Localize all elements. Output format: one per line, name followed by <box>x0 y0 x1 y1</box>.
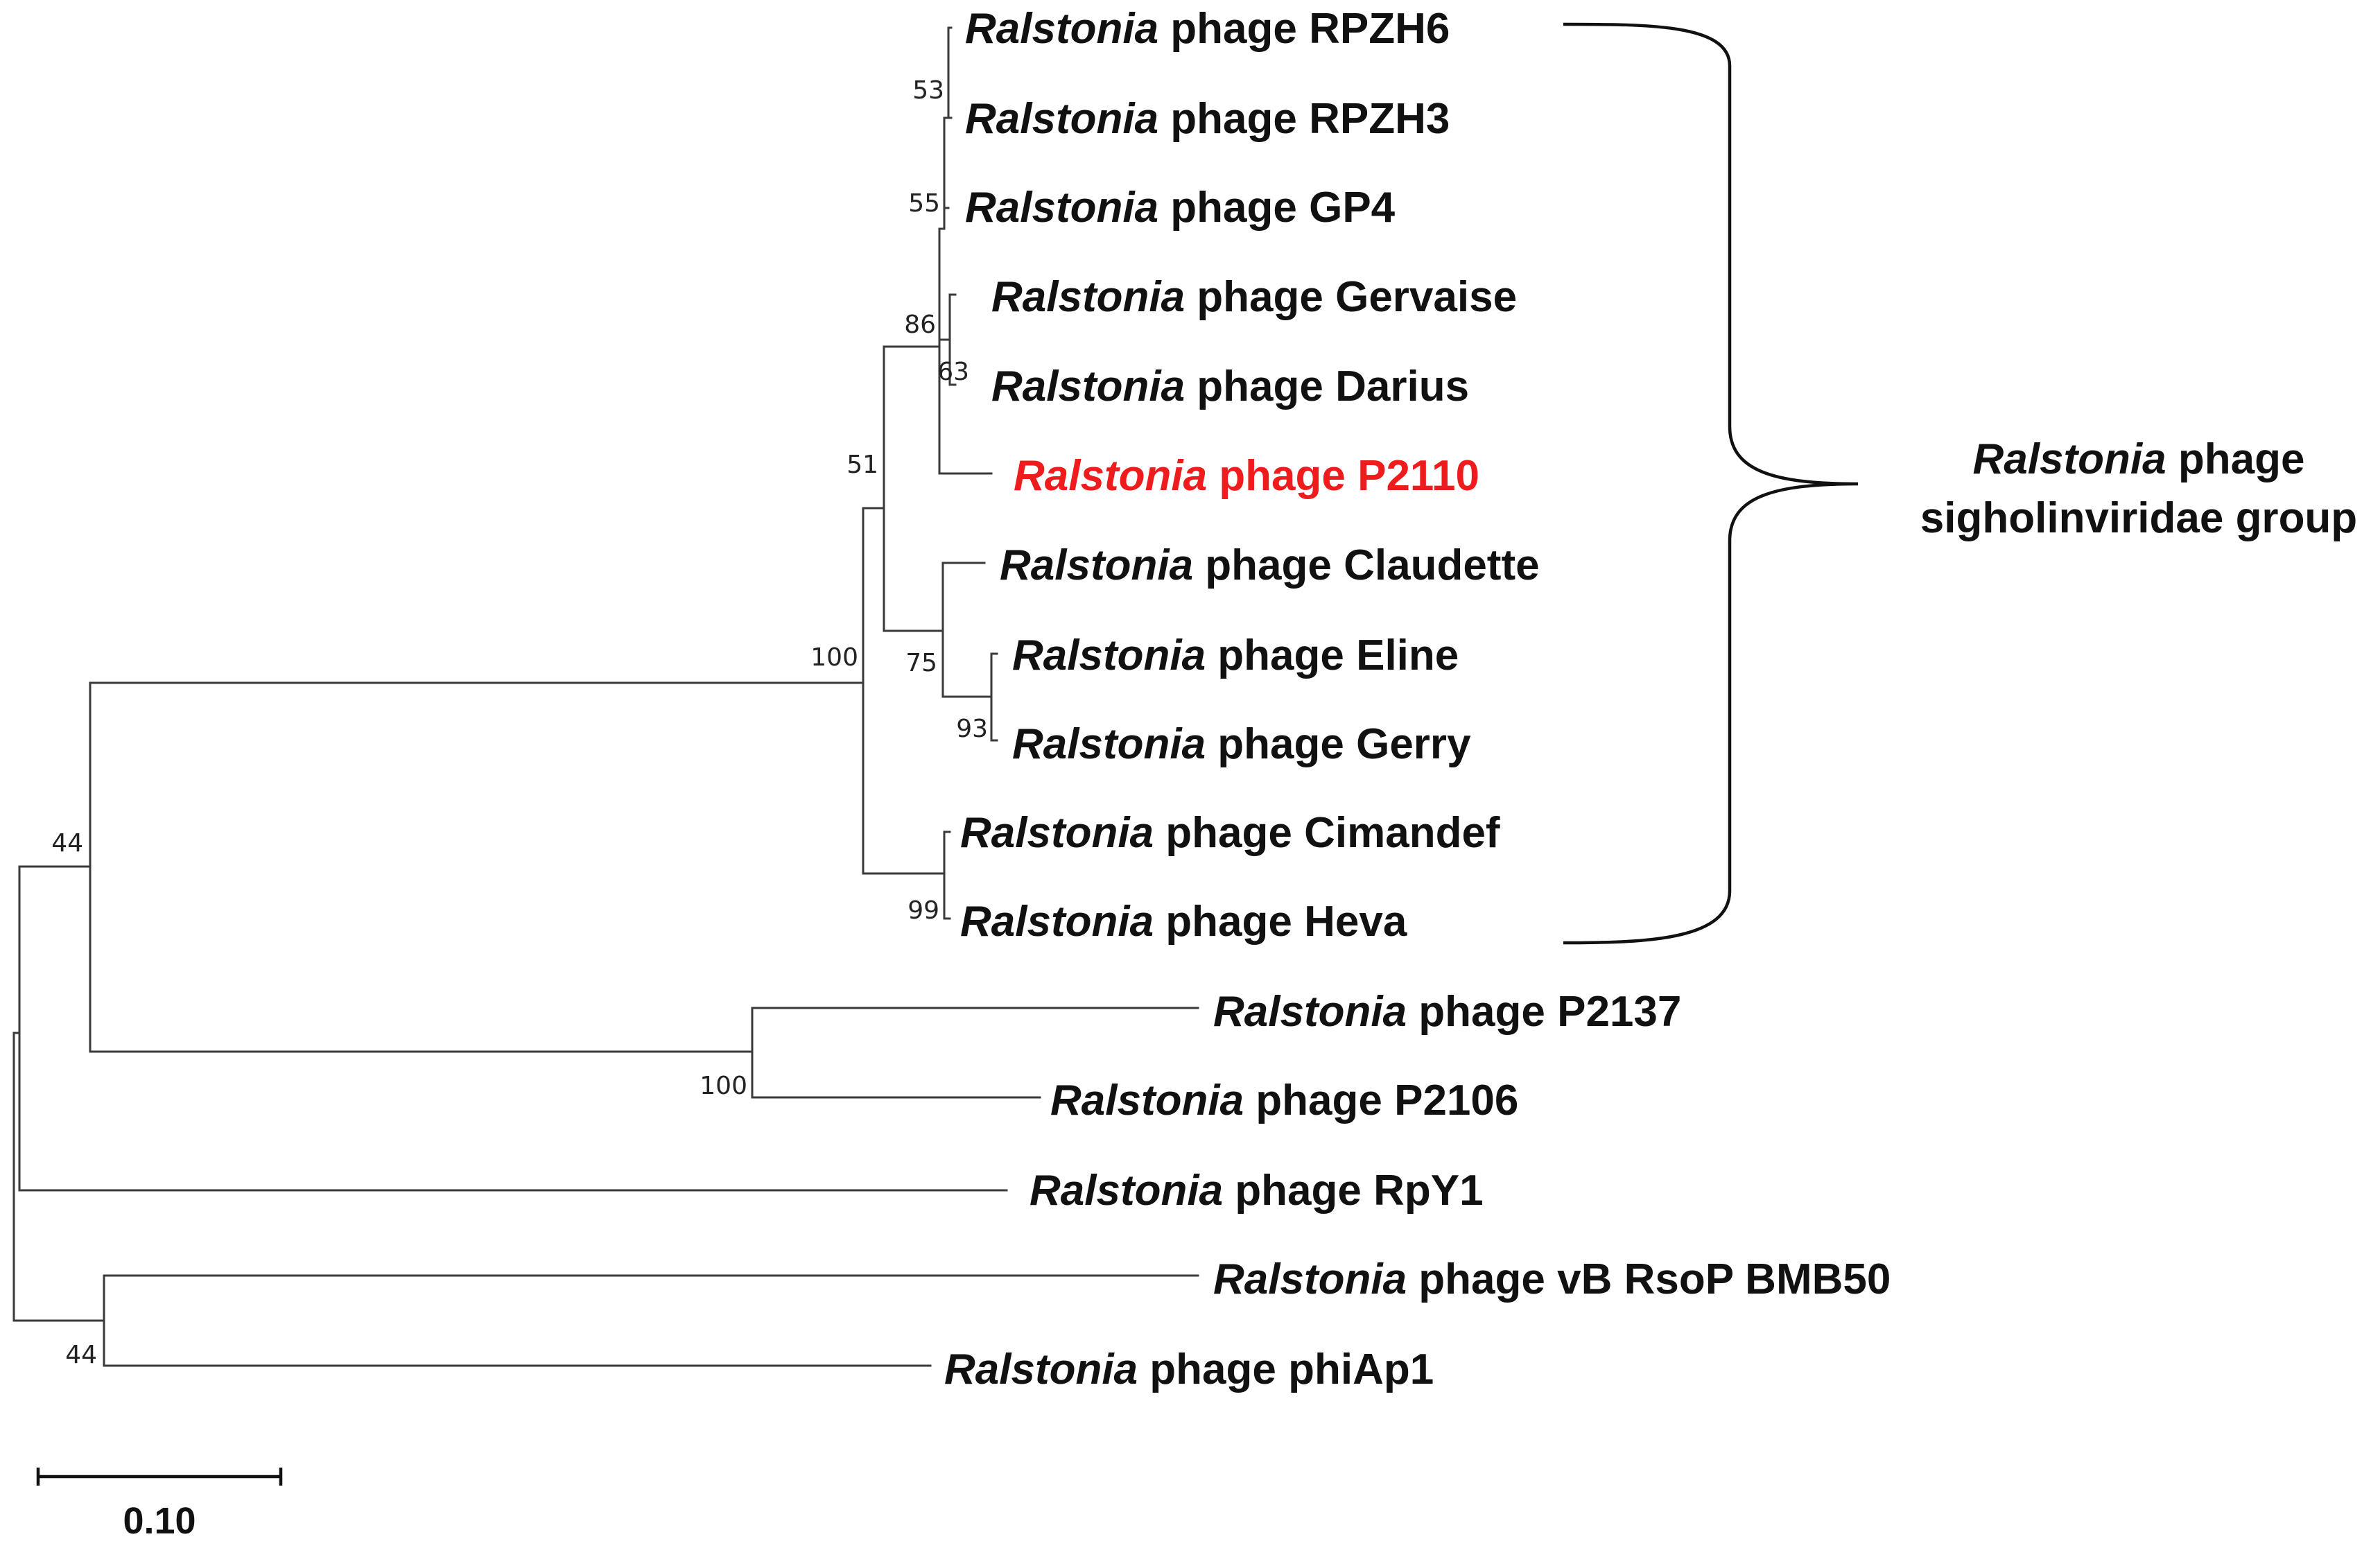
node-53 <box>943 26 950 119</box>
group-brace <box>1563 22 1859 945</box>
support-value: 99 <box>907 896 939 925</box>
root-child-rpy1 <box>18 865 1008 1192</box>
leaf-label-phiap1: Ralstonia phage phiAp1 <box>944 1346 1434 1393</box>
leaf-label-gp4: Ralstonia phage GP4 <box>965 184 1396 232</box>
group-label: Ralstonia phage <box>1973 435 2305 483</box>
scale-bar: 0.10 <box>36 1468 283 1542</box>
tree-branches <box>12 26 1199 1367</box>
leaf-label-bmb50: Ralstonia phage vB RsoP BMB50 <box>1213 1255 1891 1303</box>
support-values: 53 55 86 63 51 75 93 100 99 44 100 44 <box>51 76 988 1369</box>
support-value: 55 <box>908 189 940 218</box>
leaf-label-gerry: Ralstonia phage Gerry <box>1012 720 1471 768</box>
support-value: 93 <box>956 715 988 743</box>
leaf-label-eline: Ralstonia phage Eline <box>1012 632 1459 679</box>
support-value: 53 <box>912 76 944 105</box>
support-value: 51 <box>846 451 878 479</box>
leaf-label-darius: Ralstonia phage Darius <box>991 363 1469 410</box>
scale-bar-line <box>36 1468 283 1486</box>
support-value: 75 <box>905 649 937 677</box>
support-value: 44 <box>51 829 83 858</box>
root-child-upper <box>12 865 92 1034</box>
leaf-label-heva: Ralstonia phage Heva <box>960 898 1407 946</box>
scale-bar-label: 0.10 <box>123 1500 196 1542</box>
leaf-label-p2106: Ralstonia phage P2106 <box>1050 1077 1518 1124</box>
support-value: 86 <box>904 311 936 339</box>
leaf-label-p2137: Ralstonia phage P2137 <box>1213 988 1681 1036</box>
support-value: 100 <box>810 643 858 672</box>
group-label-line2: sigholinviridae group <box>1920 494 2357 542</box>
node-55 <box>938 116 946 230</box>
support-value: 63 <box>937 358 969 386</box>
leaf-label-gervaise: Ralstonia phage Gervaise <box>991 273 1517 321</box>
support-value: 44 <box>65 1341 97 1369</box>
leaf-label-rpy1: Ralstonia phage RpY1 <box>1030 1167 1484 1215</box>
leaf-label-rpzh6: Ralstonia phage RPZH6 <box>965 5 1450 53</box>
leaf-label-cimandef: Ralstonia phage Cimandef <box>960 809 1500 857</box>
support-value: 100 <box>700 1072 747 1100</box>
leaf-label-rpzh3: Ralstonia phage RPZH3 <box>965 95 1450 143</box>
leaf-label-p2110: Ralstonia phage P2110 <box>1014 452 1479 500</box>
leaf-labels: Ralstonia phage RPZH6 Ralstonia phage RP… <box>944 5 1891 1393</box>
leaf-label-claudette: Ralstonia phage Claudette <box>1000 541 1540 589</box>
